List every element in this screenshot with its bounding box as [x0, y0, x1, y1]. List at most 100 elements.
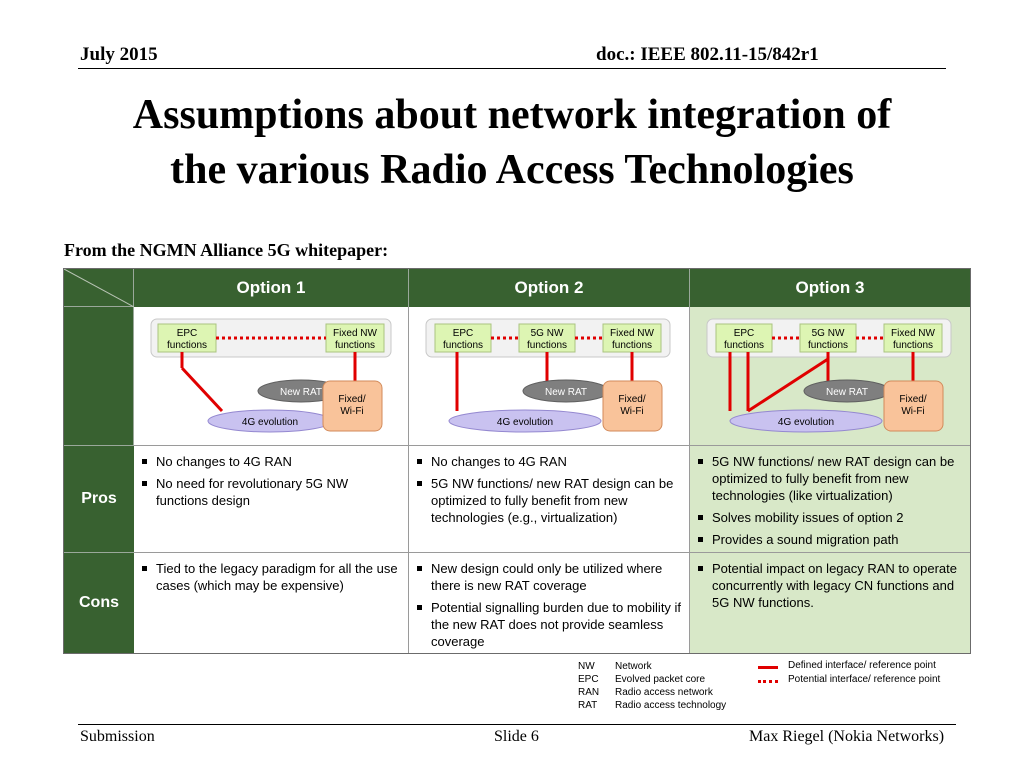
option-3-pros-list: 5G NW functions/ new RAT design can be o…: [694, 453, 964, 548]
fixed-nw-label: Fixed NW: [891, 328, 935, 339]
option-3-cons: Potential impact on legacy RAN to operat…: [690, 553, 970, 653]
5g-nw-label-2: functions: [527, 340, 567, 351]
new-rat-label: New RAT: [280, 387, 322, 398]
epc-box: [157, 323, 217, 353]
epc-label: EPC: [734, 328, 755, 339]
epc-label-2: functions: [167, 340, 207, 351]
5g-nw-label: 5G NW: [812, 328, 845, 339]
fixed-wifi-label: Fixed/: [338, 394, 365, 405]
diagram-row-label: [64, 307, 134, 446]
option-3-diagram-cell: EPC functions 5G NW functions Fixed NW f…: [690, 307, 970, 446]
4g-evolution-label: 4G evolution: [242, 417, 298, 428]
list-item: Potential signalling burden due to mobil…: [413, 599, 683, 650]
list-item: No changes to 4G RAN: [413, 453, 683, 470]
legend-abbr: RAN: [578, 687, 600, 698]
legend-abbr: RAT: [578, 700, 598, 711]
fixed-nw-label: Fixed NW: [333, 328, 377, 339]
fixed-wifi-box: [602, 380, 663, 432]
fixed-nw-label: Fixed NW: [610, 328, 654, 339]
legend-abbr: NW: [578, 661, 595, 672]
footer-author: Max Riegel (Nokia Networks): [749, 728, 945, 745]
5g-nw-label-2: functions: [808, 340, 848, 351]
fixed-wifi-label: Fixed/: [618, 394, 645, 405]
legend-full: Radio access technology: [615, 700, 727, 711]
4g-evolution-label: 4G evolution: [778, 417, 834, 428]
option-3-cons-list: Potential impact on legacy RAN to operat…: [694, 560, 964, 611]
legend-abbr: EPC: [578, 674, 599, 685]
fixed-wifi-box: [322, 380, 383, 432]
4g-evolution-ellipse: [729, 409, 883, 433]
fixed-wifi-label-2: Wi-Fi: [340, 406, 363, 417]
epc-label: EPC: [453, 328, 474, 339]
list-item: Solves mobility issues of option 2: [694, 509, 964, 526]
header-divider: [78, 68, 946, 69]
list-item: No need for revolutionary 5G NW function…: [138, 475, 402, 509]
slide-subtitle: From the NGMN Alliance 5G whitepaper:: [64, 240, 389, 260]
list-item: 5G NW functions/ new RAT design can be o…: [413, 475, 683, 526]
list-item: Provides a sound migration path: [694, 531, 964, 548]
list-item: Tied to the legacy paradigm for all the …: [138, 560, 402, 594]
fixed-wifi-label-2: Wi-Fi: [620, 406, 643, 417]
5g-nw-box: [518, 323, 576, 353]
list-item: Potential impact on legacy RAN to operat…: [694, 560, 964, 611]
fixed-nw-label-2: functions: [893, 340, 933, 351]
option-2-cons-list: New design could only be utilized where …: [413, 560, 683, 650]
options-table: Option 1 Option 2 Option 3 EPC functions…: [63, 268, 971, 654]
cons-label: Cons: [64, 553, 134, 653]
option-1-header: Option 1: [134, 269, 409, 307]
list-item: New design could only be utilized where …: [413, 560, 683, 594]
option-2-diagram-cell: EPC functions 5G NW functions Fixed NW f…: [409, 307, 690, 446]
title-line-1: Assumptions about network integration of: [132, 92, 892, 138]
list-item: No changes to 4G RAN: [138, 453, 402, 470]
defined-interface-line: [747, 357, 829, 413]
option-3-header: Option 3: [690, 269, 970, 307]
potential-interface-text: Potential interface/ reference point: [788, 674, 941, 685]
legend-full: Evolved packet core: [615, 674, 706, 685]
option-1-pros: No changes to 4G RAN No need for revolut…: [134, 446, 409, 553]
pros-label: Pros: [64, 446, 134, 553]
fixed-nw-label-2: functions: [335, 340, 375, 351]
option-1-pros-list: No changes to 4G RAN No need for revolut…: [138, 453, 402, 509]
option-1-diagram: EPC functions Fixed NW functions 4G evol…: [150, 318, 392, 433]
option-2-diagram: EPC functions 5G NW functions Fixed NW f…: [425, 318, 671, 433]
epc-label-2: functions: [443, 340, 483, 351]
option-3-diagram: EPC functions 5G NW functions Fixed NW f…: [706, 318, 952, 433]
epc-label: EPC: [177, 328, 198, 339]
option-2-pros: No changes to 4G RAN 5G NW functions/ ne…: [409, 446, 690, 553]
list-item: 5G NW functions/ new RAT design can be o…: [694, 453, 964, 504]
defined-interface-text: Defined interface/ reference point: [788, 660, 936, 671]
header-doc-id: doc.: IEEE 802.11-15/842r1: [596, 44, 819, 65]
dotted-line-swatch: [758, 680, 778, 683]
epc-label-2: functions: [724, 340, 764, 351]
footer-submission: Submission: [80, 728, 155, 745]
option-3-pros: 5G NW functions/ new RAT design can be o…: [690, 446, 970, 553]
fixed-wifi-label-2: Wi-Fi: [901, 406, 924, 417]
5g-nw-label: 5G NW: [531, 328, 564, 339]
title-line-2: the various Radio Access Technologies: [170, 147, 854, 193]
corner-cell: [64, 269, 134, 307]
epc-box: [715, 323, 773, 353]
footer-slide-number: Slide 6: [494, 728, 539, 745]
option-1-cons: Tied to the legacy paradigm for all the …: [134, 553, 409, 653]
fixed-wifi-box: [883, 380, 944, 432]
option-1-cons-list: Tied to the legacy paradigm for all the …: [138, 560, 402, 594]
header-date: July 2015: [80, 44, 158, 65]
corner-diagonal: [64, 269, 134, 307]
defined-interface-line: [180, 366, 224, 413]
fixed-wifi-label: Fixed/: [899, 394, 926, 405]
4g-evolution-label: 4G evolution: [497, 417, 553, 428]
legend-full: Network: [615, 661, 652, 672]
fixed-nw-label-2: functions: [612, 340, 652, 351]
option-2-header: Option 2: [409, 269, 690, 307]
fixed-nw-box: [602, 323, 662, 353]
4g-evolution-ellipse: [448, 409, 602, 433]
footer-divider: [78, 724, 956, 725]
option-2-cons: New design could only be utilized where …: [409, 553, 690, 653]
fixed-nw-box: [325, 323, 385, 353]
slide-title: Assumptions about network integration of…: [40, 88, 984, 198]
option-2-pros-list: No changes to 4G RAN 5G NW functions/ ne…: [413, 453, 683, 526]
option-1-diagram-cell: EPC functions Fixed NW functions 4G evol…: [134, 307, 409, 446]
legend-full: Radio access network: [615, 687, 713, 698]
solid-line-swatch: [758, 666, 778, 669]
new-rat-label: New RAT: [826, 387, 868, 398]
